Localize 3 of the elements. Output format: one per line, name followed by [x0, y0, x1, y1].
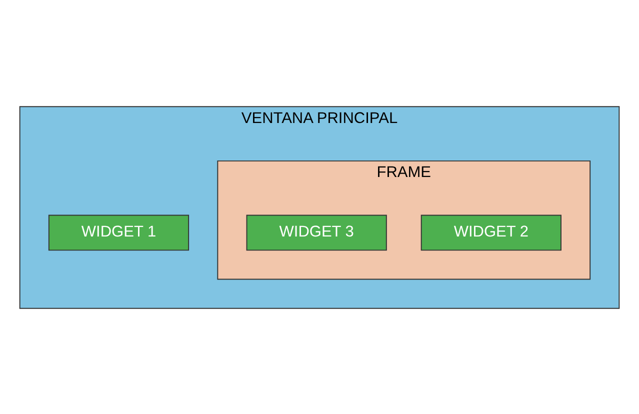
node-box: WIDGET 1: [48, 214, 190, 250]
node-box: WIDGET 3: [246, 214, 387, 250]
node-box: WIDGET 2: [420, 214, 562, 250]
